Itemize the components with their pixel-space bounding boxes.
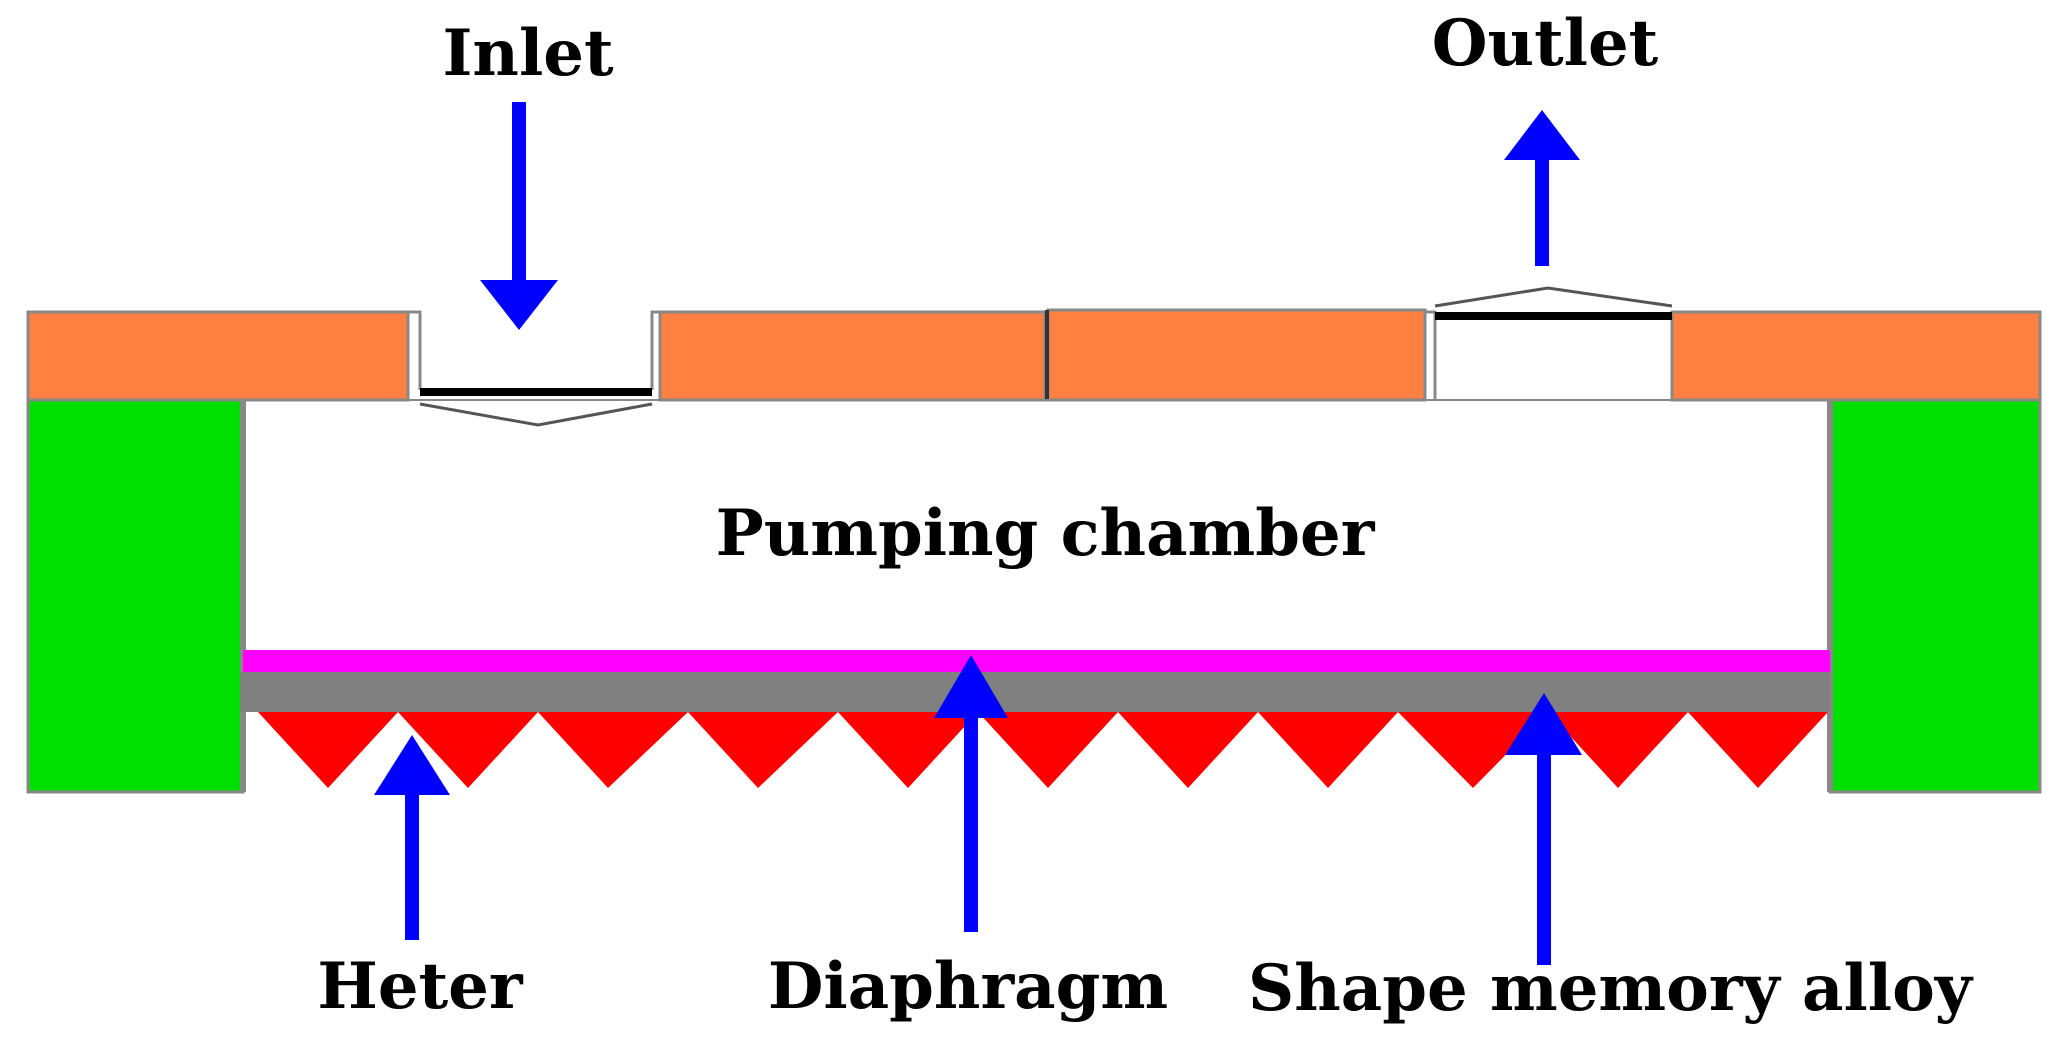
- top-plate-segment-4: [1670, 310, 2042, 402]
- top-plate-segment-2: [658, 310, 1047, 402]
- side-walls: [26, 398, 2042, 794]
- outlet-arrow-icon: [1504, 110, 1580, 266]
- heater-label: Heter: [317, 949, 523, 1024]
- diaphragm-arrow-icon: [934, 655, 1008, 932]
- inlet-arrow-icon: [480, 102, 558, 330]
- heater-elements: [258, 712, 1828, 788]
- shape-memory-alloy-label: Shape memory alloy: [1248, 951, 1974, 1026]
- inlet-valve: [419, 388, 653, 427]
- top-plate-segment-1: [26, 310, 410, 402]
- inlet-label: Inlet: [442, 16, 614, 91]
- right-wall: [1828, 398, 2042, 794]
- arrows: [374, 102, 1582, 965]
- outlet-label: Outlet: [1432, 6, 1659, 81]
- outlet-opening: [1425, 310, 1674, 400]
- inlet-opening: [408, 310, 660, 390]
- heater-arrow-icon: [374, 735, 450, 940]
- sma-arrow-icon: [1505, 693, 1582, 965]
- left-wall: [26, 398, 245, 794]
- top-plate-segment-3: [1046, 308, 1427, 402]
- shape-memory-alloy-layer: [240, 672, 1830, 712]
- diaphragm-layer: [243, 650, 1830, 672]
- pumping-chamber-label: Pumping chamber: [716, 496, 1376, 571]
- diaphragm-label: Diaphragm: [768, 949, 1168, 1024]
- top-plate: [26, 308, 2042, 402]
- outlet-valve: [1434, 286, 1673, 320]
